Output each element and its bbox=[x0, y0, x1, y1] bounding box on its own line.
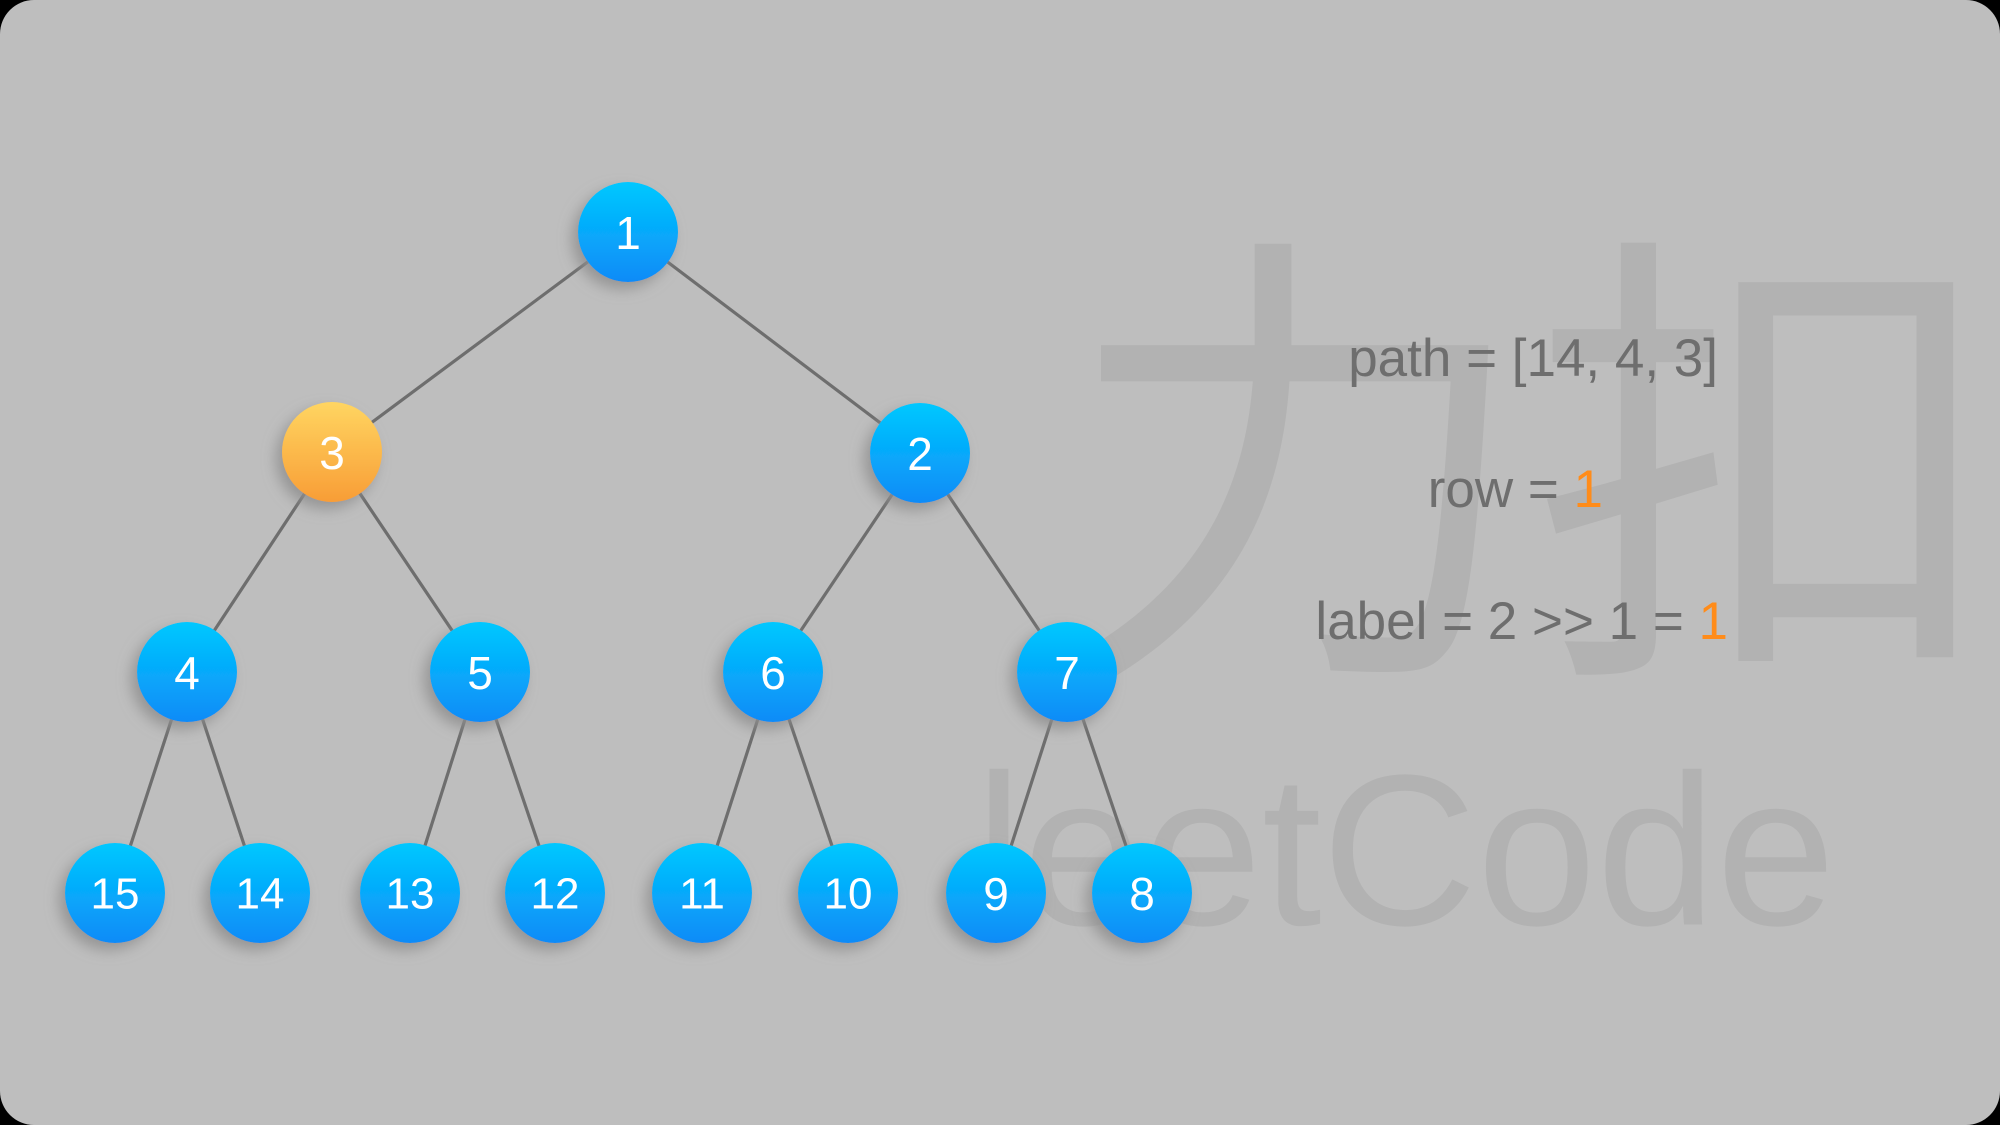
tree-node-circle bbox=[798, 843, 898, 943]
tree-node-circle bbox=[505, 843, 605, 943]
tree-node-label: 6 bbox=[760, 647, 786, 699]
tree-node-label: 9 bbox=[983, 868, 1009, 920]
tree-edge bbox=[200, 717, 247, 848]
tree-node-label: 15 bbox=[91, 870, 140, 919]
tree-edge bbox=[1009, 717, 1054, 848]
tree-node-circle bbox=[1092, 843, 1192, 943]
tree-node-label: 1 bbox=[615, 207, 641, 259]
tree-edge bbox=[945, 491, 1042, 634]
tree-node-label: 13 bbox=[386, 870, 435, 919]
tree-node[interactable]: 11 bbox=[652, 843, 752, 943]
annotation-text: row = bbox=[1428, 460, 1574, 519]
tree-node-label: 3 bbox=[319, 427, 345, 479]
tree-node[interactable]: 12 bbox=[505, 843, 605, 943]
tree-node-circle bbox=[1017, 622, 1117, 722]
tree-node[interactable]: 4 bbox=[137, 622, 237, 722]
tree-node-circle bbox=[65, 843, 165, 943]
tree-node-label: 11 bbox=[679, 870, 725, 919]
tree-node[interactable]: 5 bbox=[430, 622, 530, 722]
tree-edge bbox=[786, 716, 835, 849]
tree-node-circle bbox=[870, 403, 970, 503]
tree-node-circle bbox=[723, 622, 823, 722]
tree-edge bbox=[357, 490, 455, 634]
tree-edge bbox=[715, 717, 760, 848]
annotation-label: label = 2 >> 1 = 1 bbox=[1315, 592, 1728, 651]
tree-edge bbox=[212, 491, 307, 633]
tree-node-label: 10 bbox=[824, 870, 873, 919]
tree-node-label: 7 bbox=[1054, 647, 1080, 699]
edge-layer bbox=[128, 259, 1129, 849]
tree-edge bbox=[493, 716, 542, 849]
tree-edge bbox=[798, 491, 895, 634]
tree-node-circle bbox=[360, 843, 460, 943]
tree-node[interactable]: 14 bbox=[210, 843, 310, 943]
tree-node-label: 4 bbox=[174, 647, 200, 699]
annotation-text: path = [14, 4, 3] bbox=[1348, 329, 1718, 388]
tree-node[interactable]: 7 bbox=[1017, 622, 1117, 722]
tree-edge bbox=[665, 259, 883, 426]
tree-node-label: 2 bbox=[907, 428, 933, 480]
annotation-highlight-value: 1 bbox=[1574, 460, 1603, 519]
tree-node-label: 12 bbox=[531, 870, 580, 919]
tree-node-circle bbox=[578, 182, 678, 282]
tree-node[interactable]: 8 bbox=[1092, 843, 1192, 943]
annotation-text: label = 2 >> 1 = bbox=[1315, 592, 1698, 651]
tree-node[interactable]: 13 bbox=[360, 843, 460, 943]
annotation-path: path = [14, 4, 3] bbox=[1348, 329, 1718, 388]
watermark-cjk-icon: 力扣 bbox=[1062, 202, 2000, 749]
tree-node[interactable]: 1 bbox=[578, 182, 678, 282]
annotation-highlight-value: 1 bbox=[1699, 592, 1728, 651]
tree-node[interactable]: 9 bbox=[946, 843, 1046, 943]
annotation-row: row = 1 bbox=[1428, 460, 1603, 519]
tree-node-label: 5 bbox=[467, 647, 493, 699]
tree-node-circle-highlighted bbox=[282, 402, 382, 502]
tree-edge bbox=[128, 717, 174, 848]
tree-node-circle bbox=[430, 622, 530, 722]
watermark-brand-icon: leetCode bbox=[975, 730, 1836, 971]
tree-node-circle bbox=[946, 843, 1046, 943]
tree-node[interactable]: 6 bbox=[723, 622, 823, 722]
tree-edge bbox=[369, 259, 591, 425]
tree-node[interactable]: 3 bbox=[282, 402, 382, 502]
tree-edge bbox=[422, 717, 468, 848]
tree-node-label: 14 bbox=[236, 870, 285, 919]
tree-node-circle bbox=[652, 843, 752, 943]
watermark-layer: 力扣 leetCode bbox=[975, 202, 2000, 971]
tree-node-label: 8 bbox=[1129, 868, 1155, 920]
tree-edge bbox=[1080, 716, 1129, 849]
tree-node[interactable]: 10 bbox=[798, 843, 898, 943]
tree-node-circle bbox=[210, 843, 310, 943]
tree-node[interactable]: 2 bbox=[870, 403, 970, 503]
tree-node[interactable]: 15 bbox=[65, 843, 165, 943]
tree-node-circle bbox=[137, 622, 237, 722]
